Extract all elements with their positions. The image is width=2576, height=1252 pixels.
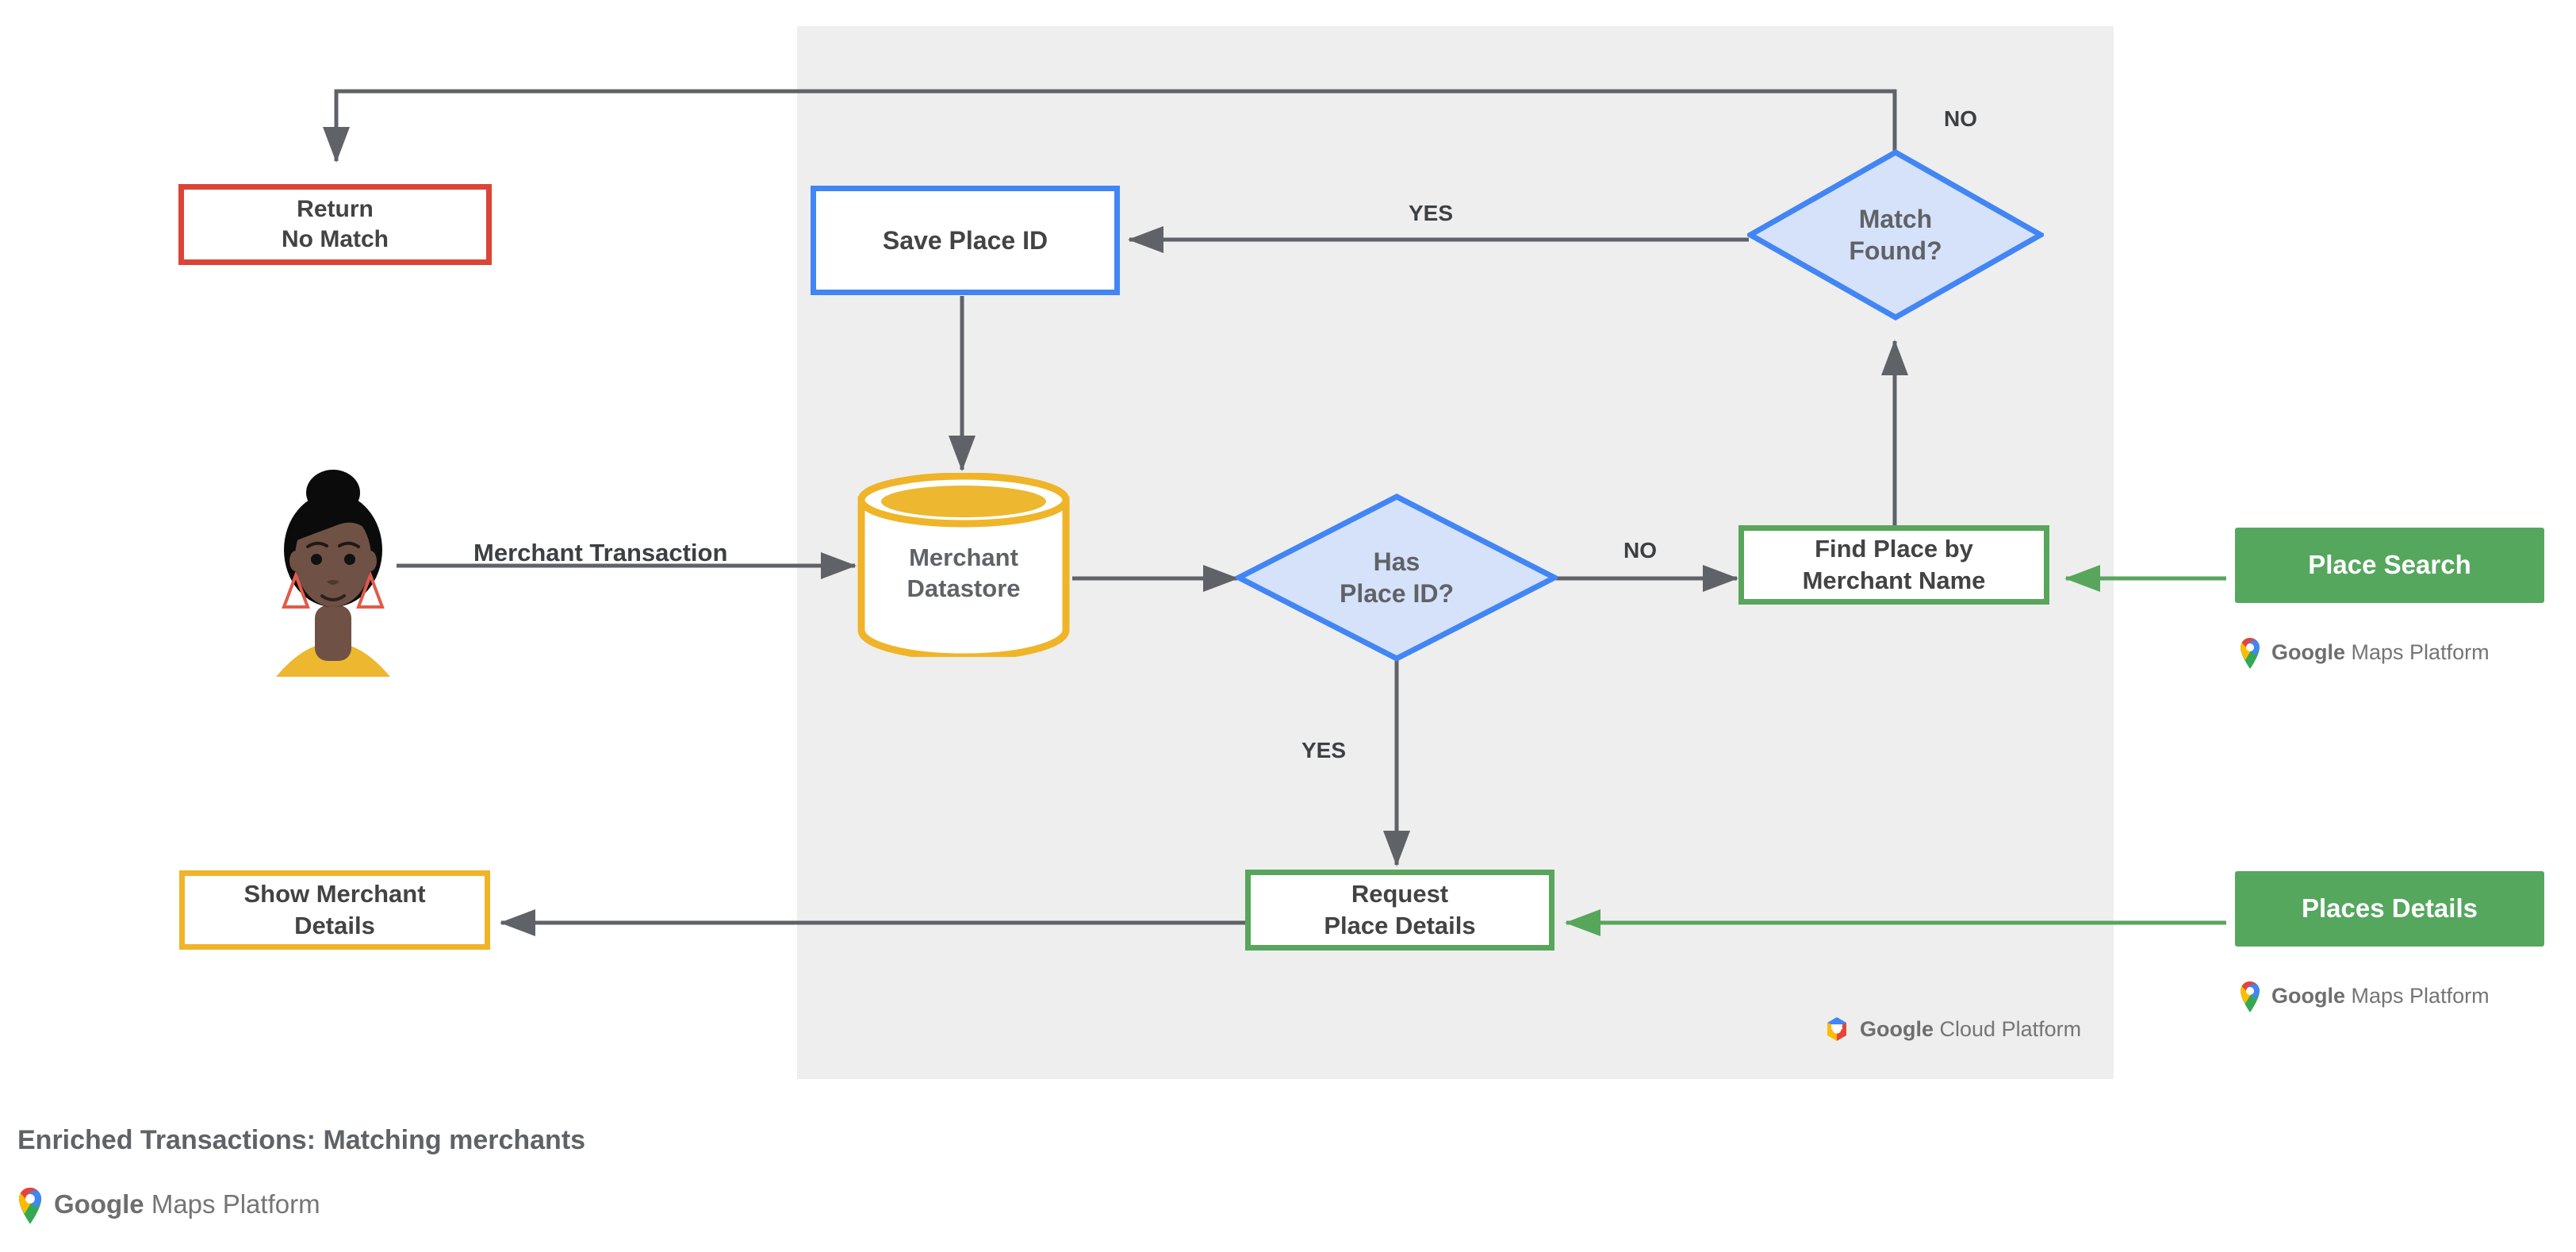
edge-label-no-match-found: NO: [1944, 106, 1977, 131]
node-place-search[interactable]: Place Search: [2235, 528, 2544, 603]
node-places-details[interactable]: Places Details: [2235, 871, 2544, 947]
brand-maps-platform-places-details: Google Maps Platform: [2237, 978, 2490, 1013]
brand-word-maps-platform: Maps Platform: [2351, 983, 2490, 1008]
maps-pin-icon: [2241, 981, 2260, 1012]
google-cloud-hexagon-icon: [1827, 1017, 1846, 1041]
brand-word-google: Google: [2271, 983, 2345, 1008]
node-has-place-id-label: Has Place ID?: [1339, 547, 1455, 608]
node-return-no-match[interactable]: Return No Match: [178, 184, 492, 265]
brand-text: Google Cloud Platform: [1860, 1017, 2081, 1042]
edge-label-merchant-transaction: Merchant Transaction: [473, 539, 728, 566]
brand-word-google: Google: [2271, 639, 2345, 664]
node-request-place-details[interactable]: Request Place Details: [1245, 870, 1554, 951]
brand-word-google: Google: [1860, 1016, 1934, 1041]
diamond-shape: [1747, 149, 2044, 321]
brand-text: Google Maps Platform: [54, 1189, 320, 1219]
cylinder-shape: [857, 472, 1070, 661]
node-save-place-id[interactable]: Save Place ID: [811, 186, 1120, 295]
maps-pin-icon: [18, 1187, 42, 1224]
edge-label-yes-match-found: YES: [1409, 201, 1454, 225]
node-match-found-label: Match Found?: [1849, 205, 1942, 265]
brand-maps-platform-footer: Google Maps Platform: [14, 1184, 320, 1225]
node-has-place-id[interactable]: Has Place ID?: [1236, 494, 1558, 662]
brand-text: Google Maps Platform: [2271, 640, 2490, 665]
brand-word-maps-platform: Maps Platform: [151, 1189, 320, 1219]
user-avatar-illustration: [262, 464, 404, 678]
brand-text: Google Maps Platform: [2271, 984, 2490, 1008]
node-show-merchant-details[interactable]: Show Merchant Details: [179, 870, 490, 950]
diagram-title: Enriched Transactions: Matching merchant…: [17, 1125, 586, 1155]
edge-label-yes-has-place-id: YES: [1301, 738, 1347, 762]
node-merchant-datastore[interactable]: Merchant Datastore: [857, 472, 1071, 661]
brand-google-cloud-platform: Google Cloud Platform: [1822, 1014, 2081, 1044]
brand-word-google: Google: [54, 1189, 144, 1219]
avatar-icon: [276, 470, 390, 677]
brand-word-maps-platform: Maps Platform: [2351, 639, 2490, 664]
brand-word-cloud-platform: Cloud Platform: [1939, 1016, 2082, 1041]
diamond-shape: [1236, 494, 1558, 662]
node-merchant-datastore-label: Merchant Datastore: [907, 543, 1021, 602]
node-match-found[interactable]: Match Found?: [1747, 149, 2044, 321]
maps-pin-icon: [2241, 638, 2260, 669]
brand-maps-platform-place-search: Google Maps Platform: [2237, 635, 2490, 670]
edge-label-no-has-place-id: NO: [1623, 538, 1657, 563]
node-find-place-by-merchant-name[interactable]: Find Place by Merchant Name: [1738, 525, 2049, 605]
